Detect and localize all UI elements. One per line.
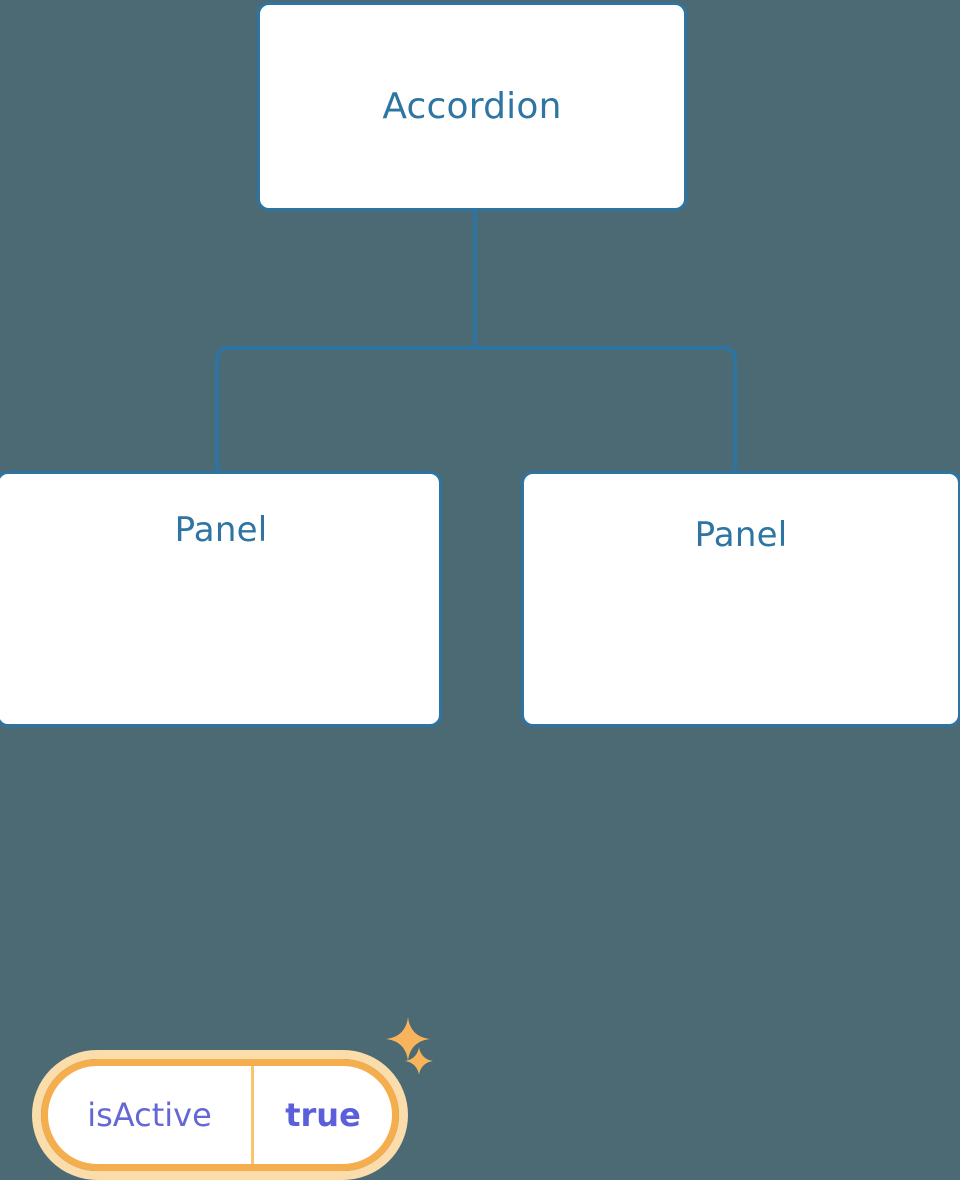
sparkle-small-icon [405,1047,433,1075]
node-accordion[interactable]: Accordion [257,2,687,211]
prop-value: true [285,1096,361,1134]
node-panel-active-label: Panel [174,510,268,550]
prop-pill-isactive-true[interactable]: isActive true [41,1059,399,1171]
sparkle-big-icon [386,1017,430,1061]
node-accordion-label: Accordion [382,85,562,127]
node-panel-active[interactable]: Panel isActive true [0,471,442,1180]
node-panel-inactive-label: Panel [694,515,788,555]
connector-branch-left [215,346,475,472]
prop-key: isActive [48,1066,254,1164]
node-panel-inactive[interactable]: Panel isActive false [521,471,960,727]
connector-branch-right [475,346,737,472]
